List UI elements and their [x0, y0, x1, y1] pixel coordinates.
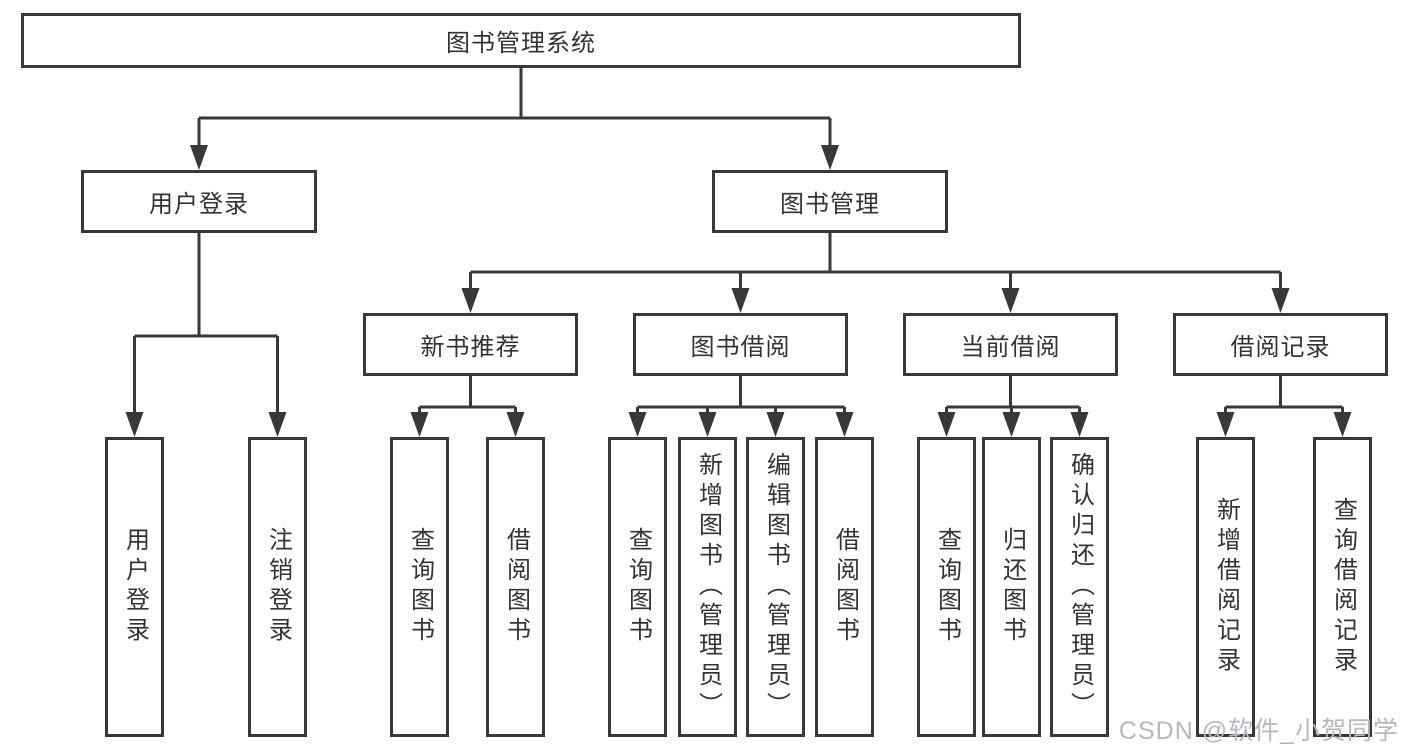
- leaf-borrow-books: 借阅图书: [815, 437, 874, 737]
- leaf-query-books-recommend: 查询图书: [390, 437, 449, 737]
- node-library-management-system: 图书管理系统: [21, 13, 1021, 68]
- leaf-return-books-label: 归还图书: [998, 527, 1026, 647]
- leaf-borrow-books-recommend: 借阅图书: [486, 437, 545, 737]
- leaf-borrow-books-label: 借阅图书: [831, 527, 859, 647]
- leaf-query-books-recommend-label: 查询图书: [406, 527, 434, 647]
- node-new-book-recommendation: 新书推荐: [363, 313, 578, 376]
- node-book-borrowing: 图书借阅: [633, 313, 848, 376]
- leaf-logout-label: 注销登录: [264, 527, 292, 647]
- leaf-logout: 注销登录: [248, 437, 307, 737]
- leaf-user-login: 用户登录: [105, 437, 164, 737]
- leaf-query-books-current: 查询图书: [917, 437, 976, 737]
- leaf-confirm-return-admin: 确认归还（管理员）: [1050, 437, 1109, 737]
- csdn-watermark: CSDN @软件_小贺同学: [1118, 717, 1399, 745]
- leaf-confirm-return-admin-label: 确认归还（管理员）: [1066, 452, 1094, 722]
- leaf-return-books: 归还图书: [982, 437, 1041, 737]
- leaf-edit-books-admin-label: 编辑图书（管理员）: [762, 452, 790, 722]
- leaf-query-borrow-record-label: 查询借阅记录: [1329, 497, 1357, 677]
- leaf-add-borrow-record-label: 新增借阅记录: [1212, 497, 1240, 677]
- leaf-query-books-borrow: 查询图书: [608, 437, 667, 737]
- node-user-login: 用户登录: [81, 170, 317, 233]
- node-borrowing-records: 借阅记录: [1173, 313, 1388, 376]
- leaf-query-books-borrow-label: 查询图书: [624, 527, 652, 647]
- leaf-edit-books-admin: 编辑图书（管理员）: [746, 437, 805, 737]
- node-current-borrowing: 当前借阅: [903, 313, 1118, 376]
- node-book-management: 图书管理: [712, 170, 948, 233]
- leaf-add-borrow-record: 新增借阅记录: [1196, 437, 1255, 737]
- leaf-add-books-admin-label: 新增图书（管理员）: [694, 452, 722, 722]
- leaf-query-books-current-label: 查询图书: [933, 527, 961, 647]
- leaf-add-books-admin: 新增图书（管理员）: [678, 437, 737, 737]
- leaf-user-login-label: 用户登录: [121, 527, 149, 647]
- leaf-borrow-books-recommend-label: 借阅图书: [502, 527, 530, 647]
- leaf-query-borrow-record: 查询借阅记录: [1313, 437, 1372, 737]
